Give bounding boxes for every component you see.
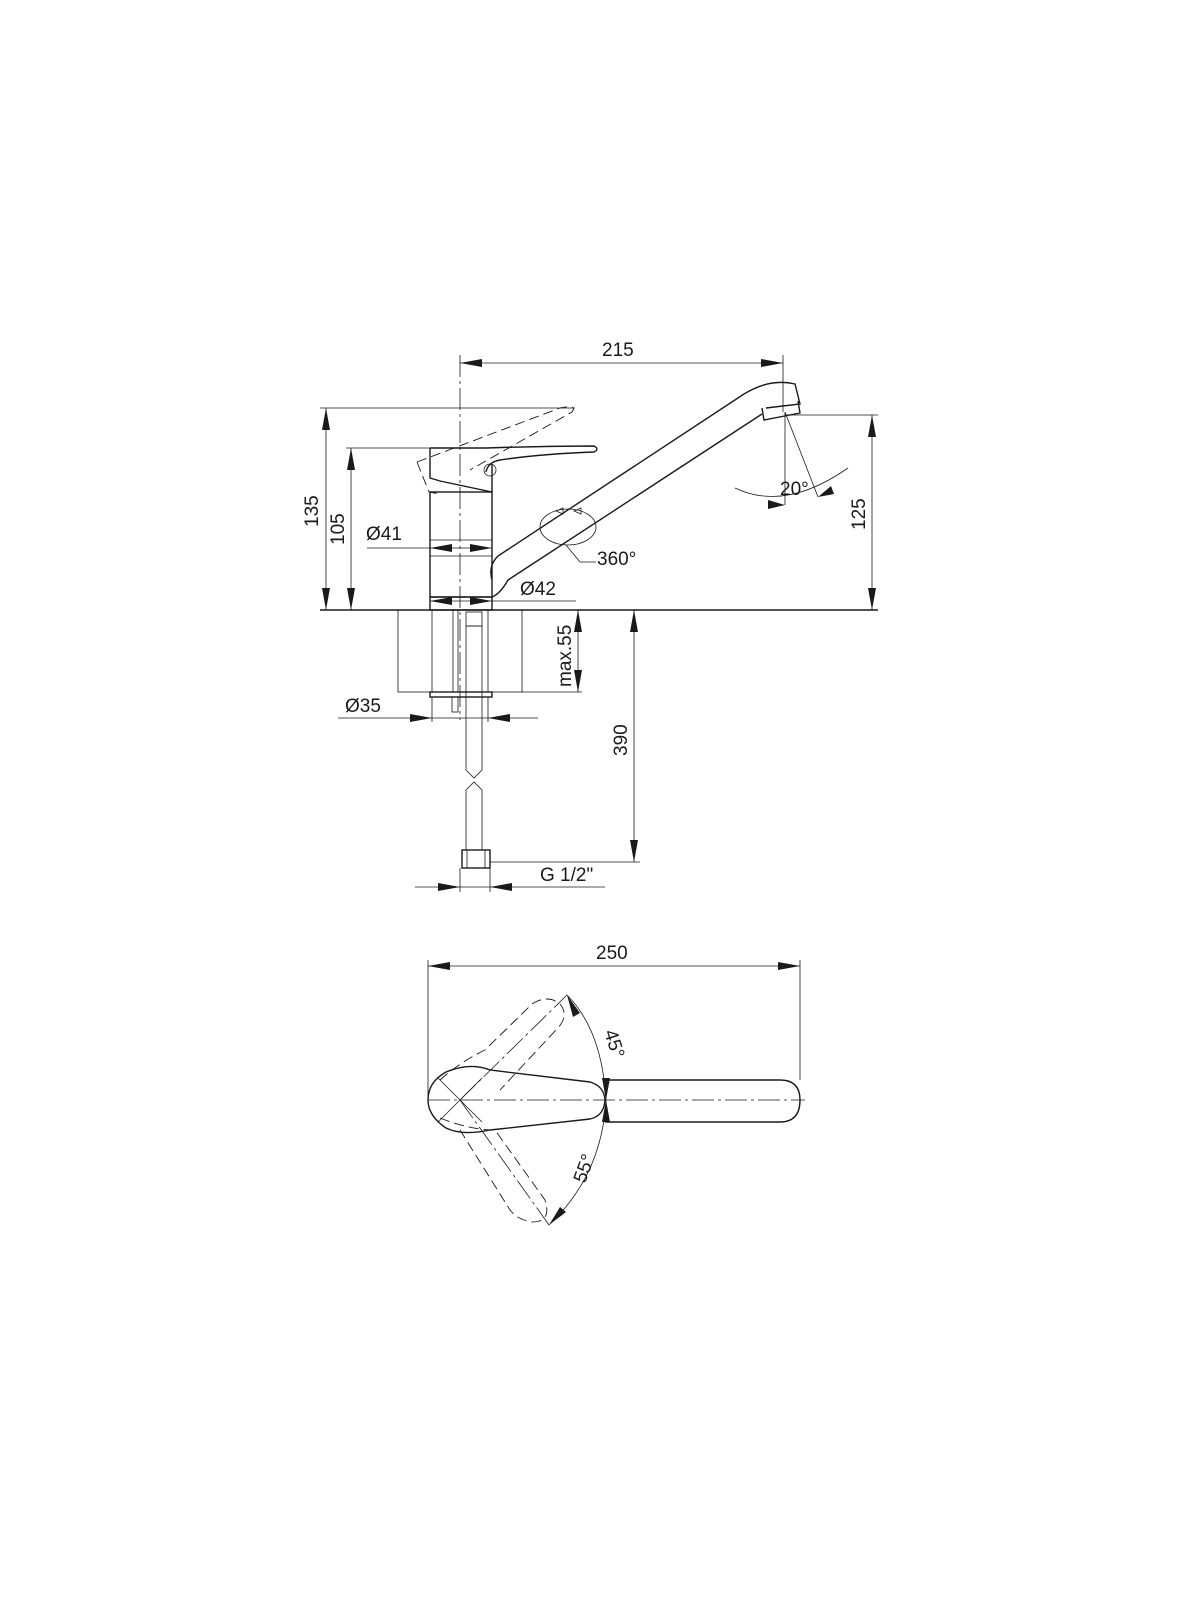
dim-total-height: 135 <box>302 407 575 610</box>
countertop-section <box>397 609 582 713</box>
supply-hose <box>461 625 491 869</box>
spout: 20° 360° <box>490 381 849 598</box>
dim-hole-diameter-label: Ø35 <box>345 696 381 717</box>
dim-hole-diameter: Ø35 <box>338 696 538 722</box>
dim-length: 250 <box>427 943 801 1100</box>
dim-length-label: 250 <box>596 943 628 964</box>
dim-base-diameter: Ø42 <box>430 579 576 605</box>
top-view: 250 45° 55° <box>427 943 805 1226</box>
dim-spout-height: 125 <box>785 414 878 610</box>
rotation-label: 360° <box>597 549 636 570</box>
dim-body-height: 105 <box>328 447 430 610</box>
dim-hose-length-label: 390 <box>611 724 632 756</box>
dim-body-diameter: Ø41 <box>366 524 492 552</box>
lever-top <box>427 1065 606 1134</box>
dim-base-diameter-label: Ø42 <box>520 579 556 600</box>
angle-up-label: 45° <box>599 1027 628 1061</box>
dim-spout-height-label: 125 <box>849 498 870 530</box>
faucet-body <box>429 445 598 611</box>
spout-top <box>605 1079 801 1123</box>
dim-counter-thickness: max.55 <box>555 610 582 692</box>
dim-total-height-label: 135 <box>302 495 323 527</box>
dim-thread-label: G 1/2" <box>540 865 593 886</box>
angle-arc <box>548 994 607 1226</box>
dim-counter-thickness-label: max.55 <box>555 625 576 687</box>
dim-reach-label: 215 <box>602 340 634 361</box>
lever-right-position <box>439 1117 548 1223</box>
side-view: 20° 360° 215 135 1 <box>302 340 878 892</box>
dim-body-diameter-label: Ø41 <box>366 524 402 545</box>
dim-hose-length: 390 <box>490 610 640 863</box>
spout-angle-label: 20° <box>780 479 809 500</box>
dim-reach: 215 <box>460 340 784 412</box>
dim-thread: G 1/2" <box>415 865 605 892</box>
dim-body-height-label: 105 <box>328 513 349 545</box>
hose-nut <box>461 849 491 869</box>
lever-left-position <box>439 998 565 1091</box>
